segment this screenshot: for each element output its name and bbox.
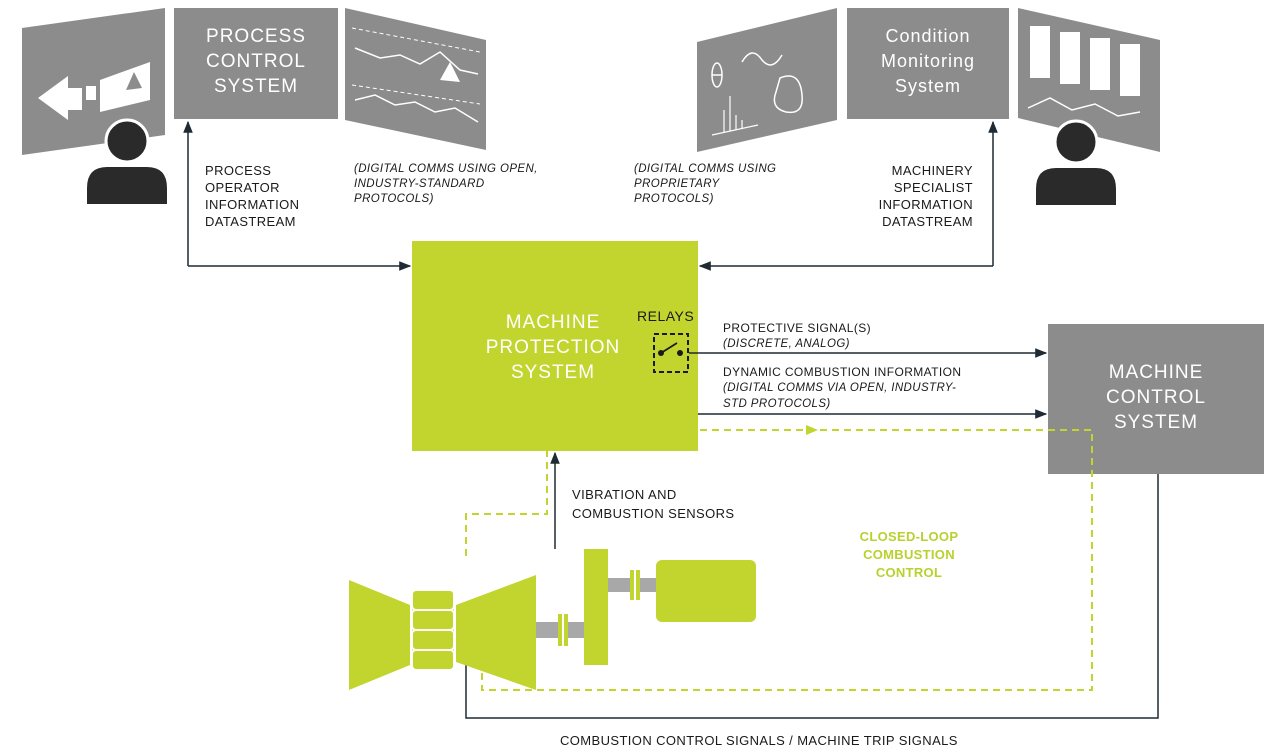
condition-monitoring-title-line1: Condition <box>885 26 971 46</box>
closed-loop-line1: CLOSED-LOOP <box>859 529 959 544</box>
process-control-box <box>174 8 338 119</box>
machine-protection-box <box>412 241 698 451</box>
process-screen-left-icon <box>22 8 165 155</box>
process-control-title-line3: SYSTEM <box>213 76 299 97</box>
specialist-datastream-label: MACHINERY SPECIALIST INFORMATION DATASTR… <box>860 162 973 230</box>
mcs-title-line1: MACHINE <box>1108 362 1204 383</box>
process-comms-line2: INDUSTRY-STANDARD <box>354 178 485 190</box>
bottom-signals-label: COMBUSTION CONTROL SIGNALS / MACHINE TRI… <box>560 733 958 748</box>
dynamic-info-label: DYNAMIC COMBUSTION INFORMATION (DIGITAL … <box>723 364 961 412</box>
condition-comms-line2: PROPRIETARY <box>634 178 720 190</box>
process-comms-line3: PROTOCOLS) <box>354 193 434 205</box>
protective-signal-title: PROTECTIVE SIGNAL(S) <box>723 321 872 335</box>
condition-comms-line1: (DIGITAL COMMS USING <box>634 163 777 175</box>
operator-datastream-line4: DATASTREAM <box>205 214 296 229</box>
condition-monitoring-title-line3: System <box>894 76 961 96</box>
operator-datastream-label: PROCESS OPERATOR INFORMATION DATASTREAM <box>205 162 299 230</box>
closed-loop-line3: CONTROL <box>875 565 943 580</box>
closed-loop-label: CLOSED-LOOP COMBUSTION CONTROL <box>828 528 990 582</box>
process-comms-line1: (DIGITAL COMMS USING OPEN, <box>354 163 538 175</box>
condition-monitoring-box <box>847 8 1009 119</box>
process-control-title: PROCESS CONTROL SYSTEM <box>174 24 338 99</box>
process-trend-screen-icon <box>345 8 486 150</box>
relay-switch-icon <box>653 333 689 373</box>
mcs-title-line2: CONTROL <box>1106 387 1206 408</box>
protective-signal-sub: (DISCRETE, ANALOG) <box>723 338 850 350</box>
specialist-datastream-line2: SPECIALIST <box>893 180 973 195</box>
machine-control-title: MACHINE CONTROL SYSTEM <box>1048 360 1264 435</box>
specialist-datastream-line4: DATASTREAM <box>882 214 973 229</box>
process-comms-label: (DIGITAL COMMS USING OPEN, INDUSTRY-STAN… <box>354 162 538 207</box>
mps-title-line1: MACHINE <box>505 312 601 333</box>
condition-comms-line3: PROTOCOLS) <box>634 193 714 205</box>
specialist-datastream-line1: MACHINERY <box>891 163 973 178</box>
dynamic-info-sub2: STD PROTOCOLS) <box>723 398 831 410</box>
specialist-avatar-icon <box>1036 119 1116 205</box>
mcs-title-line3: SYSTEM <box>1113 412 1199 433</box>
operator-datastream-line2: OPERATOR <box>205 180 280 195</box>
condition-plot-screen-icon <box>697 8 837 152</box>
operator-avatar-icon <box>87 118 167 204</box>
process-control-title-line2: CONTROL <box>206 51 306 72</box>
closed-loop-line2: COMBUSTION <box>863 547 955 562</box>
condition-monitoring-title-line2: Monitoring <box>880 51 976 71</box>
condition-bars-screen-icon <box>1018 8 1160 152</box>
condition-monitoring-title: Condition Monitoring System <box>847 24 1009 99</box>
sensors-label: VIBRATION AND COMBUSTION SENSORS <box>572 485 735 523</box>
dynamic-info-title: DYNAMIC COMBUSTION INFORMATION <box>723 365 962 379</box>
turbine-stage-lines <box>411 589 455 671</box>
specialist-datastream-line3: INFORMATION <box>878 197 973 212</box>
trip-signal-arrow <box>461 474 1159 719</box>
turbine-icon <box>349 549 756 690</box>
relays-label: RELAYS <box>637 308 695 324</box>
closed-loop-arrowhead <box>806 425 818 435</box>
condition-comms-label: (DIGITAL COMMS USING PROPRIETARY PROTOCO… <box>634 162 776 207</box>
mps-title-line2: PROTECTION <box>485 337 621 358</box>
operator-datastream-line3: INFORMATION <box>205 197 300 212</box>
closed-loop-path <box>465 429 1093 691</box>
machine-control-box <box>1048 324 1264 474</box>
sensors-line1: VIBRATION AND <box>572 487 677 502</box>
dynamic-info-sub1: (DIGITAL COMMS VIA OPEN, INDUSTRY- <box>723 382 957 394</box>
machine-protection-title: MACHINE PROTECTION SYSTEM <box>478 310 628 385</box>
protective-signal-label: PROTECTIVE SIGNAL(S) (DISCRETE, ANALOG) <box>723 320 871 352</box>
operator-datastream-line1: PROCESS <box>205 163 272 178</box>
mps-title-line3: SYSTEM <box>510 362 596 383</box>
process-control-title-line1: PROCESS <box>206 26 306 47</box>
sensors-line2: COMBUSTION SENSORS <box>572 506 735 521</box>
